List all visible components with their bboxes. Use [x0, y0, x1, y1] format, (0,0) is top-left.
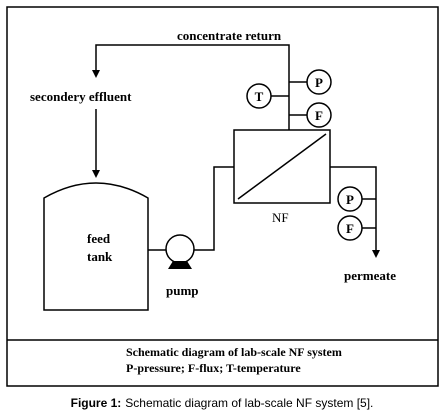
feed-tank-label-line1: feed [87, 231, 111, 246]
permeate-label: permeate [344, 268, 396, 283]
flux-gauge-top-icon [306, 102, 332, 128]
pressure-gauge-top-label: P [315, 75, 323, 90]
pressure-gauge-top-icon [306, 69, 332, 95]
pump-icon [165, 234, 195, 264]
temperature-gauge-label: T [255, 89, 264, 104]
permeate-line [330, 166, 380, 258]
figure-caption: Figure 1:Schematic diagram of lab-scale … [71, 396, 374, 410]
concentrate-return-line [92, 44, 290, 130]
pump-label: pump [166, 283, 199, 298]
pressure-gauge-permeate-label: P [346, 192, 354, 207]
secondary-effluent-label: secondery effluent [30, 89, 132, 104]
nf-label: NF [272, 210, 289, 225]
flux-gauge-permeate-icon [337, 215, 363, 241]
legend-abbreviations: P-pressure; F-flux; T-temperature [126, 361, 301, 375]
flux-gauge-permeate-label: F [346, 221, 354, 236]
concentrate-return-label: concentrate return [177, 28, 282, 43]
figure-caption-prefix: Figure 1: [71, 396, 122, 410]
legend-title: Schematic diagram of lab-scale NF system [126, 345, 342, 359]
temperature-gauge-icon [246, 83, 272, 109]
figure-caption-text: Schematic diagram of lab-scale NF system… [125, 396, 373, 410]
feed-tank [43, 182, 149, 311]
flux-gauge-top-label: F [315, 108, 323, 123]
pump-base-icon [168, 261, 192, 269]
pressure-gauge-permeate-icon [337, 186, 363, 212]
feed-tank-label-line2: tank [87, 249, 113, 264]
pump-to-nf-pipe [194, 166, 234, 251]
nf-membrane [237, 133, 327, 200]
